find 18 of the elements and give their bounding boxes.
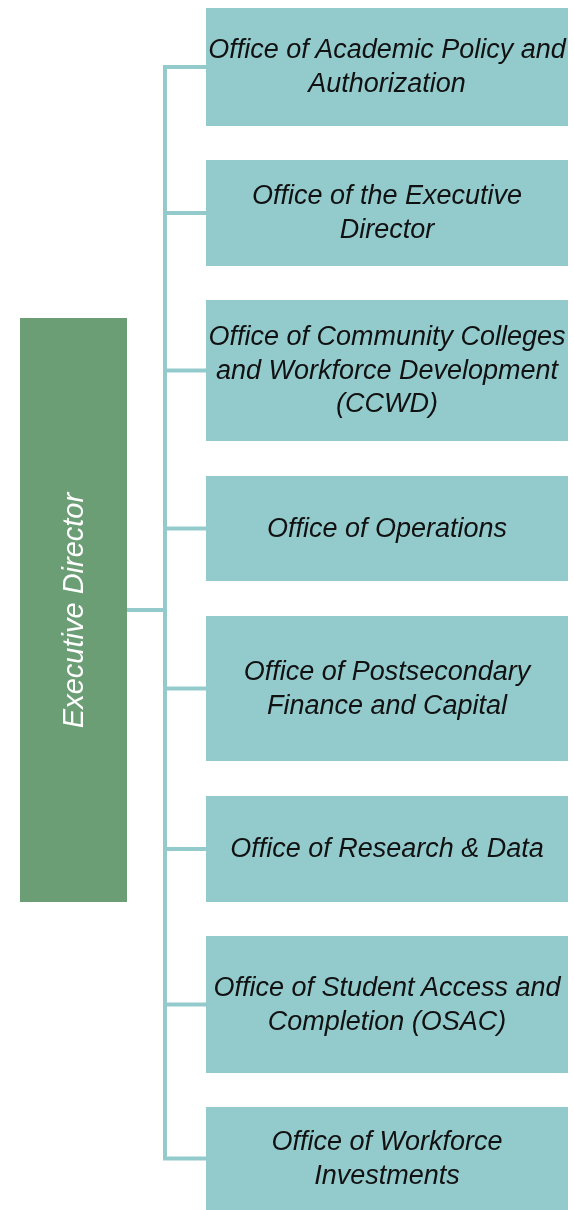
box-title: Executive Director — [57, 492, 90, 728]
office-box — [206, 160, 568, 266]
office-box — [206, 300, 568, 441]
office-name: Office of Workforce Investments — [270, 1124, 504, 1192]
office-name: Office of Research & Data — [230, 832, 544, 866]
executive-box — [20, 318, 127, 902]
office-name: Office of Community Colleges and Workforce Development (CCWD) — [207, 319, 567, 421]
office-box — [206, 476, 568, 581]
office-box — [206, 1107, 568, 1210]
office-name: Office of Student Access and Completion (OSAC) — [212, 970, 562, 1038]
office-box — [206, 8, 568, 126]
office-name: Office of Academic Policy and Authorization — [207, 33, 568, 100]
office-box — [206, 796, 568, 902]
office-name: Office of the Executive Director — [250, 179, 524, 246]
office-box — [206, 616, 568, 761]
office-name: Office of Operations — [266, 511, 508, 545]
office-name: Office of Postsecondary Finance and Capital — [242, 654, 533, 722]
office-box — [206, 936, 568, 1073]
